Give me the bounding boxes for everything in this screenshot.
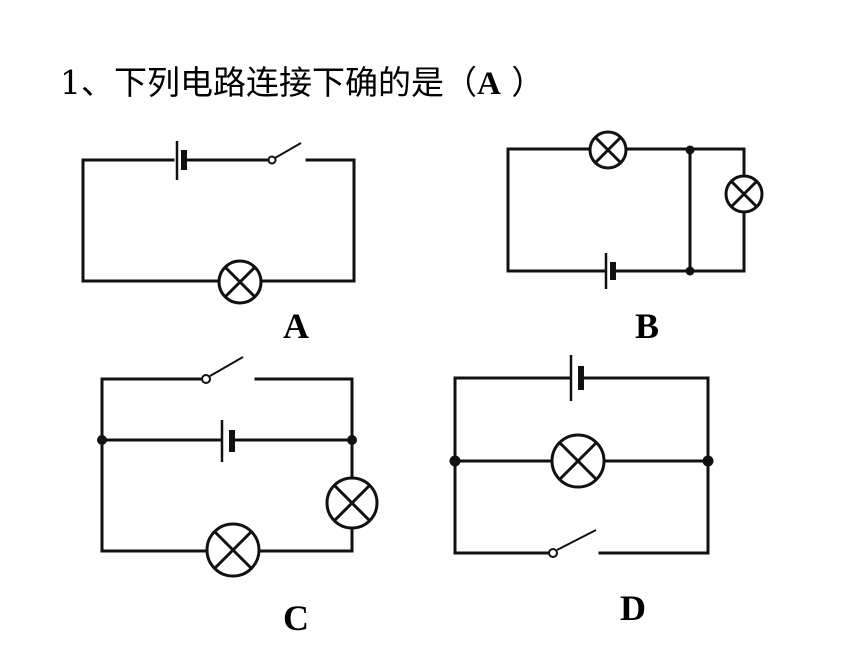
circuit-a: A [81,141,356,346]
option-d-label: D [620,588,646,628]
junction-dot [685,145,695,155]
lamp-icon [550,433,606,489]
answer-open-paren: （ [444,63,477,102]
option-c-label: C [283,598,309,638]
circuit-c-wire [100,377,354,553]
option-b-label: B [635,306,659,346]
circuit-b-wire [506,147,746,273]
junction-dot [347,435,357,445]
answer-close-paren: ） [511,63,545,102]
question-stem: 下列电路连接下确的是 [114,63,444,102]
lamp-icon [205,522,261,578]
switch-icon [201,356,244,384]
lamp-icon [325,476,379,530]
option-a-label: A [283,306,309,346]
battery-icon [175,141,187,180]
battery-icon [569,355,584,401]
answer-letter: A [477,66,501,102]
circuit-c: C [97,356,379,638]
junction-dot [702,455,714,467]
battery-icon [220,420,235,462]
question-text: 1、下列电路连接下确的是（A ） [60,56,544,104]
junction-dot [97,435,107,445]
lamp-icon [588,130,628,170]
switch-icon [267,142,302,165]
lamp-icon [217,259,263,305]
circuit-d: D [449,355,714,628]
junction-dot [449,455,461,467]
junction-dot [685,266,695,276]
circuit-b: B [506,130,764,346]
switch-icon [548,529,597,558]
battery-icon [604,253,616,289]
question-separator: 、 [81,63,114,102]
lamp-icon [724,174,764,214]
circuit-a-wire [81,158,356,283]
question-number: 1 [60,63,81,102]
